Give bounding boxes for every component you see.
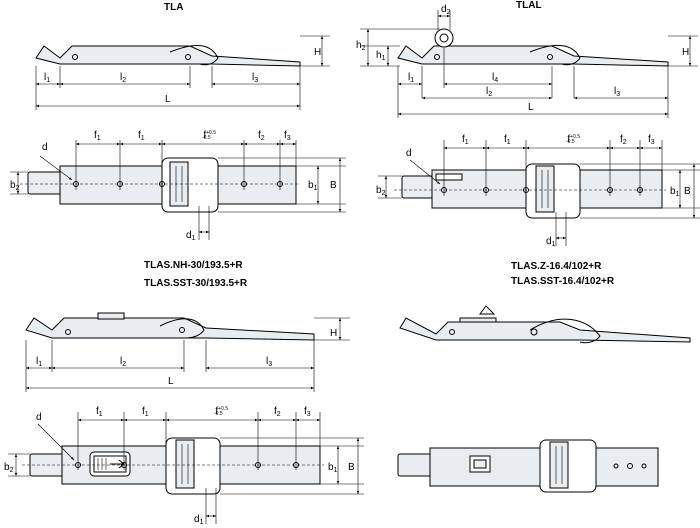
nh-dim-f-tol: f+0.5-0.5 [214, 406, 228, 417]
tlal-dim-b2: b2 [376, 185, 386, 197]
tla-dim-d: d [42, 142, 48, 153]
z-side-view [399, 305, 691, 344]
tla-dim-H: H [314, 47, 321, 58]
nh-dim-d1: d1 [194, 514, 204, 526]
tlal-dim-H: H [682, 47, 689, 58]
z-top-view [397, 439, 659, 493]
title-tla: TLA [164, 2, 184, 13]
tla-dim-f1a: f1 [94, 130, 101, 142]
tlal-dim-l4: l4 [492, 72, 498, 84]
tla-dim-f-tol: f+0.5-0.5 [202, 130, 216, 141]
nh-dim-f2: f2 [274, 406, 281, 418]
tlal-dim-b1: b1 [670, 186, 680, 198]
tla-dim-L: L [165, 94, 171, 105]
tlal-dim-h1: h1 [376, 50, 386, 62]
tla-dim-d1: d1 [186, 230, 196, 242]
tlal-dim-l1: l1 [408, 72, 414, 84]
tlal-dim-L: L [528, 102, 534, 113]
nh-dim-f1b: f1 [142, 406, 149, 418]
title-z-line1: TLAS.Z-16.4/102+R [511, 261, 602, 272]
nh-side-view: H l1 l2 l3 L [25, 312, 350, 392]
tlal-dim-d2: d2 [441, 4, 451, 16]
nh-dim-L: L [168, 376, 174, 387]
tla-dim-b2: b2 [10, 180, 20, 192]
title-nh-line2: TLAS.SST-30/193.5+R [144, 278, 248, 289]
nh-dim-l1: l1 [36, 356, 42, 368]
tla-dim-B: B [330, 180, 337, 191]
tlal-top-view: f1 f1 f+0.5-0.5 f2 f3 d b2 b1 B d1 [376, 134, 700, 248]
tla-dim-f3: f3 [284, 130, 291, 142]
tlal-dim-f3: f3 [648, 134, 655, 146]
title-z-line2: TLAS.SST-16.4/102+R [511, 276, 615, 287]
tlal-dim-h2: h2 [356, 40, 366, 52]
tlal-dim-d1: d1 [546, 236, 556, 248]
tla-dim-l3: l3 [252, 72, 258, 84]
nh-dim-l3: l3 [266, 356, 272, 368]
tlal-dim-f1a: f1 [462, 134, 469, 146]
tlal-dim-f-tol: f+0.5-0.5 [566, 134, 580, 145]
tla-dim-f1b: f1 [138, 130, 145, 142]
tlal-side-view: d2 h2 h1 H l1 l4 l2 l3 L [356, 4, 698, 118]
nh-top-view: f1 f1 f+0.5-0.5 f2 f3 d b2 b1 B d1 [4, 406, 364, 526]
tlal-dim-d: d [406, 148, 412, 159]
nh-dim-l2: l2 [120, 356, 126, 368]
tla-dim-f2: f2 [258, 130, 265, 142]
tla-dim-l2: l2 [120, 72, 126, 84]
nh-dim-B: B [348, 462, 355, 473]
tlal-dim-B: B [684, 186, 691, 197]
tlal-dim-f2: f2 [620, 134, 627, 146]
nh-dim-b2: b2 [4, 462, 14, 474]
tlal-dim-f1b: f1 [504, 134, 511, 146]
tlal-dim-l3: l3 [614, 86, 620, 98]
nh-dim-d: d [36, 412, 42, 423]
title-tlal: TLAL [516, 0, 542, 11]
tla-dim-l1: l1 [44, 72, 50, 84]
tlal-dim-l2: l2 [486, 86, 492, 98]
tla-side-view: H l1 l2 l3 L [35, 35, 330, 110]
tla-top-view: f1 f1 f+0.5-0.5 f2 f3 d b2 b1 B d1 [10, 130, 346, 242]
nh-dim-H: H [330, 328, 337, 339]
nh-dim-b1: b1 [328, 462, 338, 474]
nh-dim-f1a: f1 [96, 406, 103, 418]
nh-dim-f3: f3 [304, 406, 311, 418]
title-nh-line1: TLAS.NH-30/193.5+R [144, 260, 243, 271]
tla-dim-b1: b1 [308, 180, 318, 192]
